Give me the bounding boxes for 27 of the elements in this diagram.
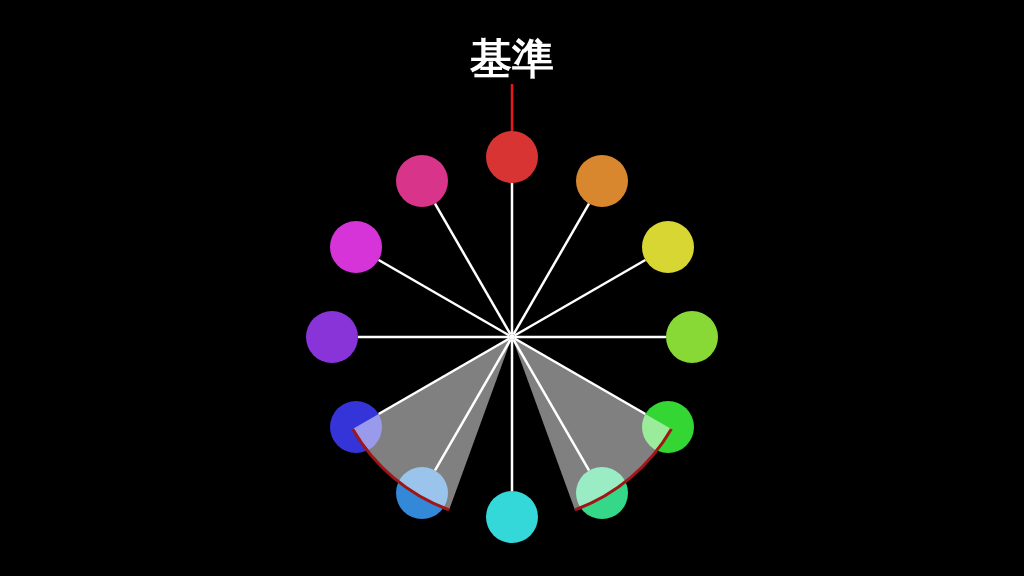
hue-circle [641,401,694,453]
spoke-line [512,203,591,336]
spoke-line [433,338,512,471]
spoke-line [510,340,514,491]
hue-circle [330,401,383,453]
hue-circle [396,155,448,208]
hue-circle [486,491,538,543]
spoke-line [515,335,666,339]
spoke-line [510,183,514,334]
hue-circle [576,155,628,208]
spoke-line [358,335,509,339]
spoke-line [378,258,511,337]
hue-circle [330,221,383,273]
spoke-line [513,337,646,416]
leader-line [510,84,514,131]
hue-circle [486,131,538,183]
spoke-line [433,203,512,336]
hub-dot [509,334,515,340]
hue-circle [641,221,694,273]
label-text: 基準 [452,34,572,84]
spoke-line [513,258,646,337]
hue-circle [666,311,718,363]
spoke-line [512,338,591,471]
spoke-line [378,337,511,416]
hue-circle [306,311,358,363]
hue-circle [396,466,448,519]
hue-circle [576,466,628,519]
